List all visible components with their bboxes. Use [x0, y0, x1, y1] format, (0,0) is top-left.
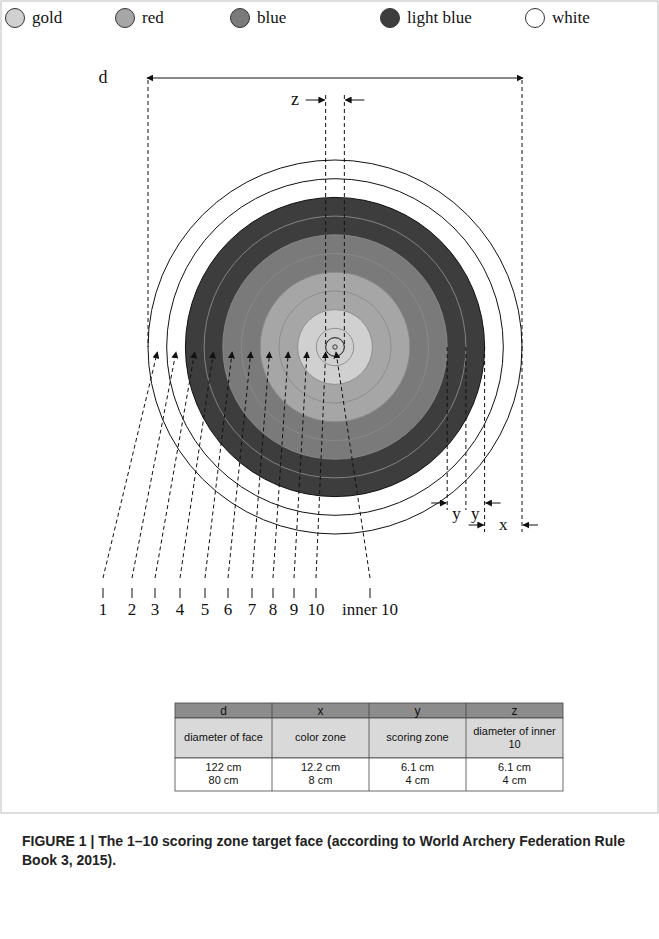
- tick-mark: [294, 588, 295, 598]
- extension-line: [148, 80, 149, 347]
- legend-text: gold: [32, 9, 62, 28]
- table-cell: 6.1 cm: [473, 761, 557, 774]
- callout-number: 8: [269, 601, 278, 620]
- tick-mark: [370, 588, 371, 598]
- leader-arrow: [294, 352, 307, 578]
- tick-mark: [316, 588, 317, 598]
- legend-swatch: [5, 8, 25, 28]
- table-header-cell: y: [376, 704, 460, 718]
- table-cell: 12.2 cm: [279, 761, 363, 774]
- legend-text: red: [142, 9, 164, 28]
- leader-arrow: [205, 352, 232, 578]
- table-header-cell: z: [473, 704, 557, 718]
- legend-text: light blue: [407, 9, 472, 28]
- callout-number: 1: [99, 601, 108, 620]
- table-cell: 6.1 cm: [376, 761, 460, 774]
- extension-line: [447, 347, 448, 510]
- legend-swatch: [115, 8, 135, 28]
- callout-number: inner 10: [342, 601, 398, 620]
- tick-mark: [205, 588, 206, 598]
- callout-number: 2: [128, 601, 137, 620]
- extension-line: [465, 347, 466, 510]
- scoring-ring: [204, 216, 466, 478]
- legend-text: white: [552, 9, 590, 28]
- callout-number: 4: [176, 601, 185, 620]
- figure-frame: [1, 1, 658, 813]
- callout-number: 9: [290, 601, 299, 620]
- dimension-label: y: [452, 505, 461, 524]
- table-header-cell: d: [182, 704, 266, 718]
- table-cell: scoring zone: [376, 731, 460, 744]
- table-cell: diameter of inner 10: [473, 725, 557, 751]
- extension-line: [522, 347, 523, 532]
- scoring-ring: [185, 197, 484, 496]
- table-cell: 80 cm: [182, 774, 266, 787]
- callout-number: 6: [224, 601, 233, 620]
- scoring-ring: [242, 254, 429, 441]
- table-cell: diameter of face: [182, 731, 266, 744]
- scoring-ring: [148, 160, 522, 534]
- figure-caption: FIGURE 1 | The 1–10 scoring zone target …: [22, 832, 637, 870]
- callout-number: 10: [308, 601, 325, 620]
- dimension-arrow: [523, 525, 538, 526]
- legend-swatch: [230, 8, 250, 28]
- callout-number: 7: [248, 601, 257, 620]
- leader-arrow: [336, 352, 370, 578]
- table-cell: 4 cm: [473, 774, 557, 787]
- dimension-arrow: [306, 100, 325, 101]
- tick-mark: [155, 588, 156, 598]
- legend-swatch: [525, 8, 545, 28]
- dimension-label: y: [471, 505, 480, 524]
- diagram-label: d: [99, 68, 108, 88]
- table-divider: [272, 703, 273, 791]
- legend-swatch: [380, 8, 400, 28]
- scoring-ring: [298, 310, 373, 385]
- tick-mark: [273, 588, 274, 598]
- table-divider: [369, 703, 370, 791]
- extension-line: [484, 347, 485, 532]
- leader-arrow: [155, 352, 195, 578]
- table-divider: [466, 703, 467, 791]
- extension-line: [325, 95, 326, 347]
- leader-arrow: [316, 352, 326, 578]
- leader-arrow: [103, 352, 157, 578]
- tick-mark: [228, 588, 229, 598]
- leader-arrow: [273, 352, 288, 578]
- dimension-arrow: [469, 525, 484, 526]
- scoring-ring: [260, 272, 410, 422]
- leader-arrow: [228, 352, 251, 578]
- table-header-cell: x: [279, 704, 363, 718]
- table-cell: 4 cm: [376, 774, 460, 787]
- callout-number: 5: [201, 601, 210, 620]
- dimension-arrow: [431, 503, 446, 504]
- tick-mark: [180, 588, 181, 598]
- leader-arrow: [132, 352, 176, 578]
- dimension-arrow: [147, 78, 523, 79]
- leader-arrow: [252, 352, 270, 578]
- scoring-ring: [279, 291, 391, 403]
- tick-mark: [252, 588, 253, 598]
- center-mark: [333, 345, 337, 349]
- callout-number: 3: [151, 601, 160, 620]
- inner-ten-ring: [326, 338, 345, 357]
- scoring-ring: [167, 179, 504, 516]
- dimension-label: x: [499, 516, 508, 535]
- table-cell: 122 cm: [182, 761, 266, 774]
- tick-mark: [132, 588, 133, 598]
- leader-arrow: [180, 352, 213, 578]
- tick-mark: [103, 588, 104, 598]
- extension-line: [344, 95, 345, 347]
- extension-line: [522, 80, 523, 347]
- table-cell: 8 cm: [279, 774, 363, 787]
- scoring-ring: [223, 235, 447, 459]
- legend-text: blue: [257, 9, 286, 28]
- dimension-arrow: [345, 100, 364, 101]
- diagram-label: z: [291, 90, 299, 110]
- table-cell: color zone: [279, 731, 363, 744]
- dimension-arrow: [486, 503, 501, 504]
- scoring-ring: [316, 328, 353, 365]
